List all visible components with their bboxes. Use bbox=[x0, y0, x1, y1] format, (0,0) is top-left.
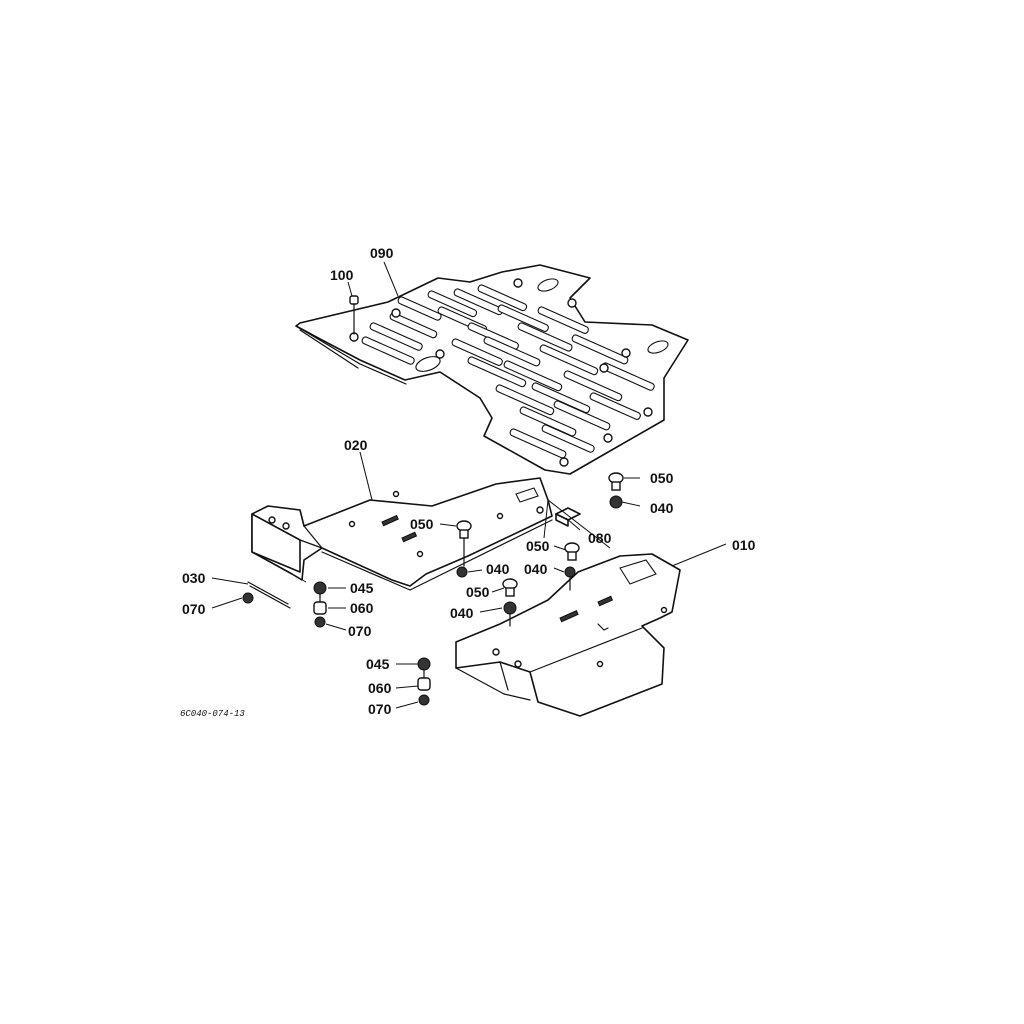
label-070-mid: 070 bbox=[348, 623, 372, 639]
label-050-mid: 050 bbox=[526, 538, 550, 554]
label-080: 080 bbox=[588, 530, 612, 546]
label-070-left: 070 bbox=[182, 601, 206, 617]
clip-080 bbox=[555, 507, 581, 527]
label-040-top: 040 bbox=[650, 500, 674, 516]
label-040-plate: 040 bbox=[486, 561, 510, 577]
label-050-plate: 050 bbox=[410, 516, 434, 532]
leader-lines bbox=[211, 261, 727, 709]
drawing-code: 6C040-074-13 bbox=[180, 709, 245, 719]
label-040-mid: 040 bbox=[524, 561, 548, 577]
label-030: 030 bbox=[182, 570, 206, 586]
plate-020 bbox=[251, 477, 553, 591]
floor-mat-ribs bbox=[361, 284, 655, 459]
label-040-low: 040 bbox=[450, 605, 474, 621]
part-labels: 090 100 020 010 050 040 080 050 040 050 … bbox=[182, 245, 756, 717]
label-060-low: 060 bbox=[368, 680, 392, 696]
label-020: 020 bbox=[344, 437, 368, 453]
floor-mat-holes bbox=[349, 278, 653, 467]
pin-030 bbox=[247, 581, 291, 609]
label-070-low: 070 bbox=[368, 701, 392, 717]
label-100: 100 bbox=[330, 267, 354, 283]
label-050-top: 050 bbox=[650, 470, 674, 486]
floor-mat-090 bbox=[295, 264, 689, 475]
label-090: 090 bbox=[370, 245, 394, 261]
label-045-left: 045 bbox=[350, 580, 374, 596]
cover-010 bbox=[455, 553, 681, 717]
label-050-low: 050 bbox=[466, 584, 490, 600]
label-060-left: 060 bbox=[350, 600, 374, 616]
label-045-low: 045 bbox=[366, 656, 390, 672]
label-010: 010 bbox=[732, 537, 756, 553]
hardware bbox=[242, 295, 624, 706]
